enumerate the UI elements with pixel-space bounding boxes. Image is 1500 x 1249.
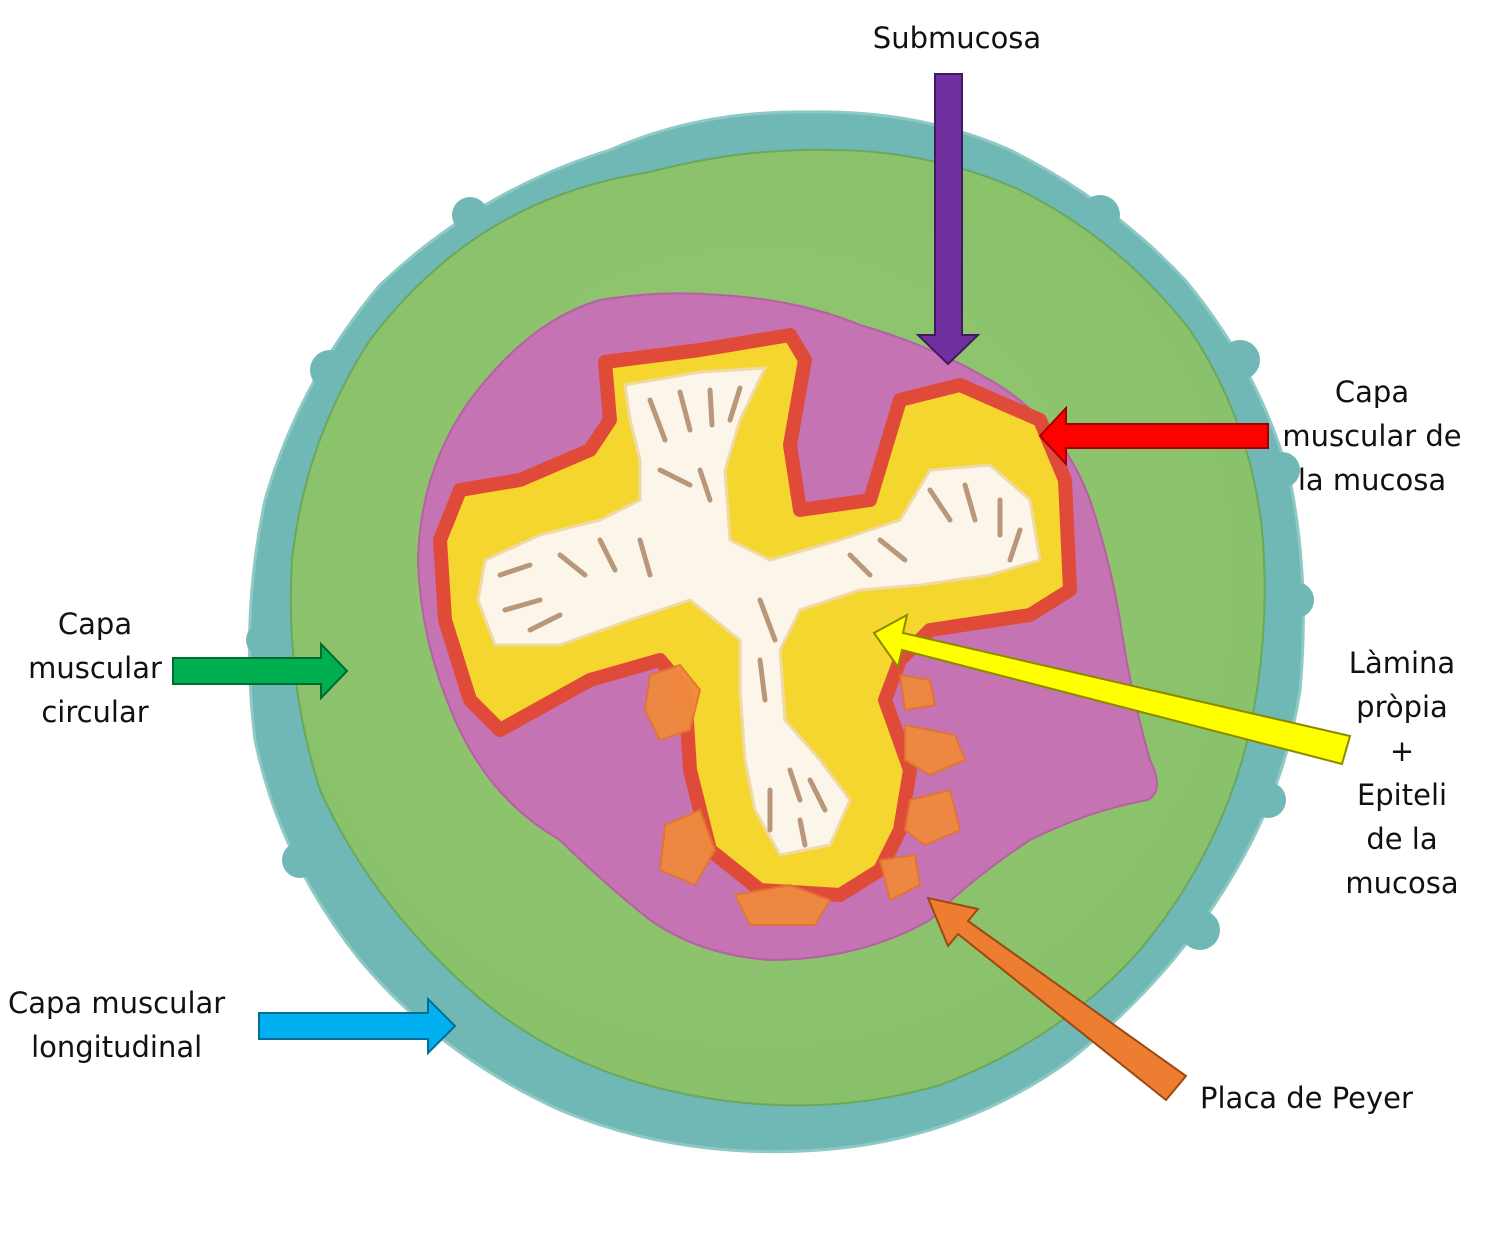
label-line: muscular bbox=[28, 651, 162, 685]
peyer-patches bbox=[643, 663, 967, 926]
submucosa-arrow bbox=[915, 73, 981, 366]
peyer-patch-arrow bbox=[926, 896, 1188, 1102]
label-line: + bbox=[1389, 734, 1415, 768]
label-line: Capa bbox=[1334, 375, 1410, 409]
peyer-patch-label: Placa de Peyer bbox=[1200, 1076, 1413, 1120]
muscularis-mucosae-arrow bbox=[1038, 405, 1269, 467]
label-line: circular bbox=[41, 695, 149, 729]
label-line: de la bbox=[1366, 822, 1438, 856]
circular-muscle-label: Capa muscular circular bbox=[6, 602, 184, 734]
longitudinal-layer-edge bbox=[246, 195, 1314, 950]
label-line: mucosa bbox=[1345, 866, 1459, 900]
longitudinal-muscle-label: Capa muscular longitudinal bbox=[8, 981, 225, 1069]
submucosa-label: Submucosa bbox=[852, 16, 1062, 60]
longitudinal-muscle-arrow bbox=[258, 996, 457, 1056]
label-line: Capa muscular bbox=[8, 986, 226, 1020]
label-line: Capa bbox=[57, 607, 133, 641]
muscularis-mucosae-label: Capa muscular de la mucosa bbox=[1262, 370, 1482, 502]
label-line: longitudinal bbox=[31, 1030, 203, 1064]
intestinal-lumen bbox=[476, 366, 1042, 857]
submucosa-label-line: Submucosa bbox=[872, 21, 1042, 55]
label-line: muscular de bbox=[1282, 419, 1462, 453]
label-line: pròpia bbox=[1356, 690, 1448, 724]
label-line: Làmina bbox=[1348, 646, 1456, 680]
label-line: la mucosa bbox=[1297, 463, 1447, 497]
villi-pattern bbox=[497, 385, 1023, 848]
lamina-propria-label: Làmina pròpia + Epiteli de la mucosa bbox=[1322, 641, 1482, 905]
lamina-propria-arrow bbox=[872, 613, 1352, 766]
circular-muscle-arrow bbox=[172, 641, 349, 701]
label-line: Epiteli bbox=[1356, 778, 1448, 812]
label-line: Placa de Peyer bbox=[1200, 1081, 1413, 1115]
